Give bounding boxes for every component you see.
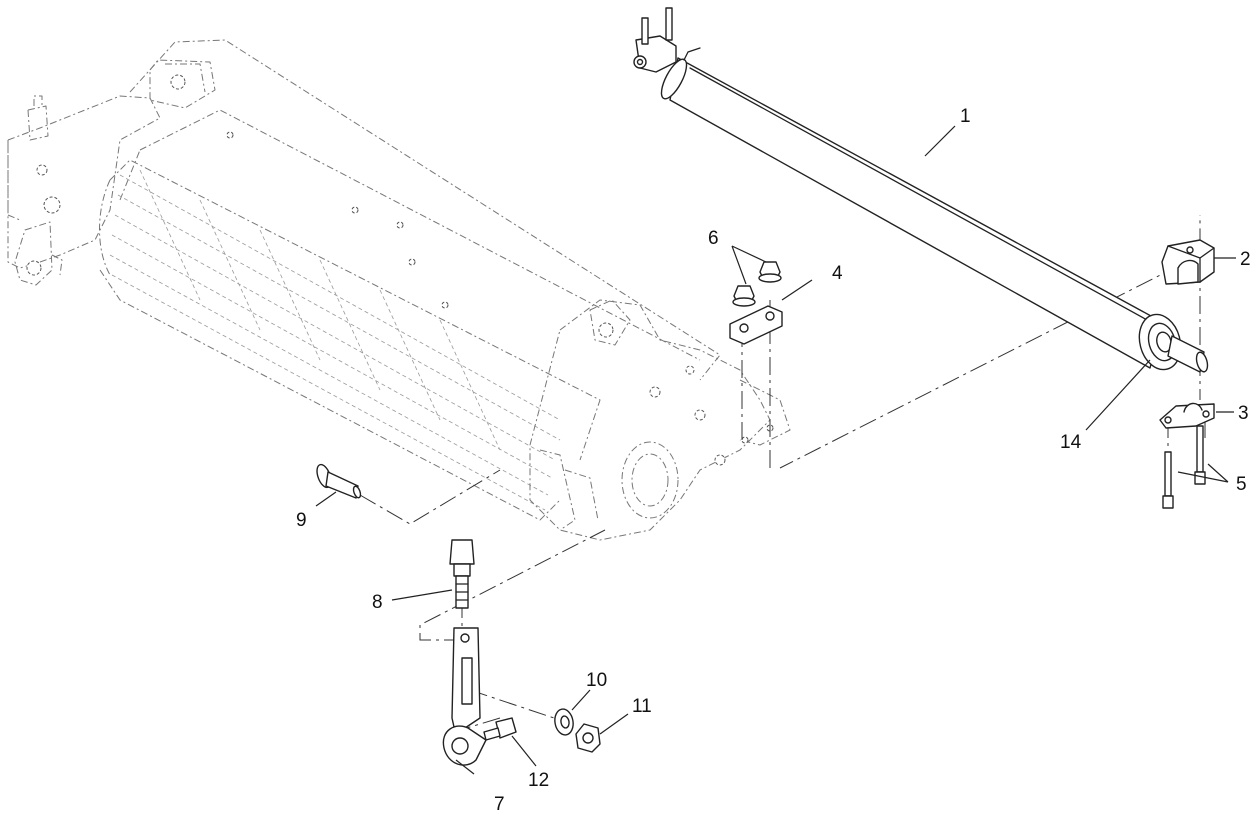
callout-8: 8 <box>372 592 383 613</box>
reel-assembly-phantom <box>7 39 791 541</box>
pivot-bolt <box>316 463 362 499</box>
lower-bearing-clamp <box>1159 402 1215 429</box>
roller-bearing-assembly <box>1138 313 1209 373</box>
mounting-plate <box>729 305 783 345</box>
callout-labels: 1 2 3 4 5 6 7 8 9 10 11 12 14 <box>296 106 1251 815</box>
adjustment-stud <box>449 539 475 609</box>
callout-11: 11 <box>632 696 652 717</box>
cap-screws <box>1162 425 1206 509</box>
hex-nut <box>575 723 601 753</box>
callout-5: 5 <box>1236 474 1247 495</box>
adjuster-link <box>442 627 487 766</box>
flange-nuts <box>732 261 782 307</box>
upper-bearing-clamp <box>1161 239 1215 285</box>
leader-lines <box>315 125 1236 775</box>
callout-12: 12 <box>528 770 549 791</box>
washer <box>554 708 574 736</box>
callout-2: 2 <box>1240 249 1251 270</box>
callout-3: 3 <box>1238 403 1249 424</box>
callout-10: 10 <box>586 670 607 691</box>
callout-4: 4 <box>832 263 843 284</box>
roller-tube <box>633 7 1163 369</box>
callout-9: 9 <box>296 510 307 531</box>
callout-14: 14 <box>1060 432 1082 453</box>
callout-6: 6 <box>708 228 719 249</box>
shoulder-bolt <box>483 717 517 741</box>
left-height-adjuster-phantom <box>14 95 63 286</box>
callout-1: 1 <box>960 106 971 127</box>
callout-7: 7 <box>494 794 505 815</box>
